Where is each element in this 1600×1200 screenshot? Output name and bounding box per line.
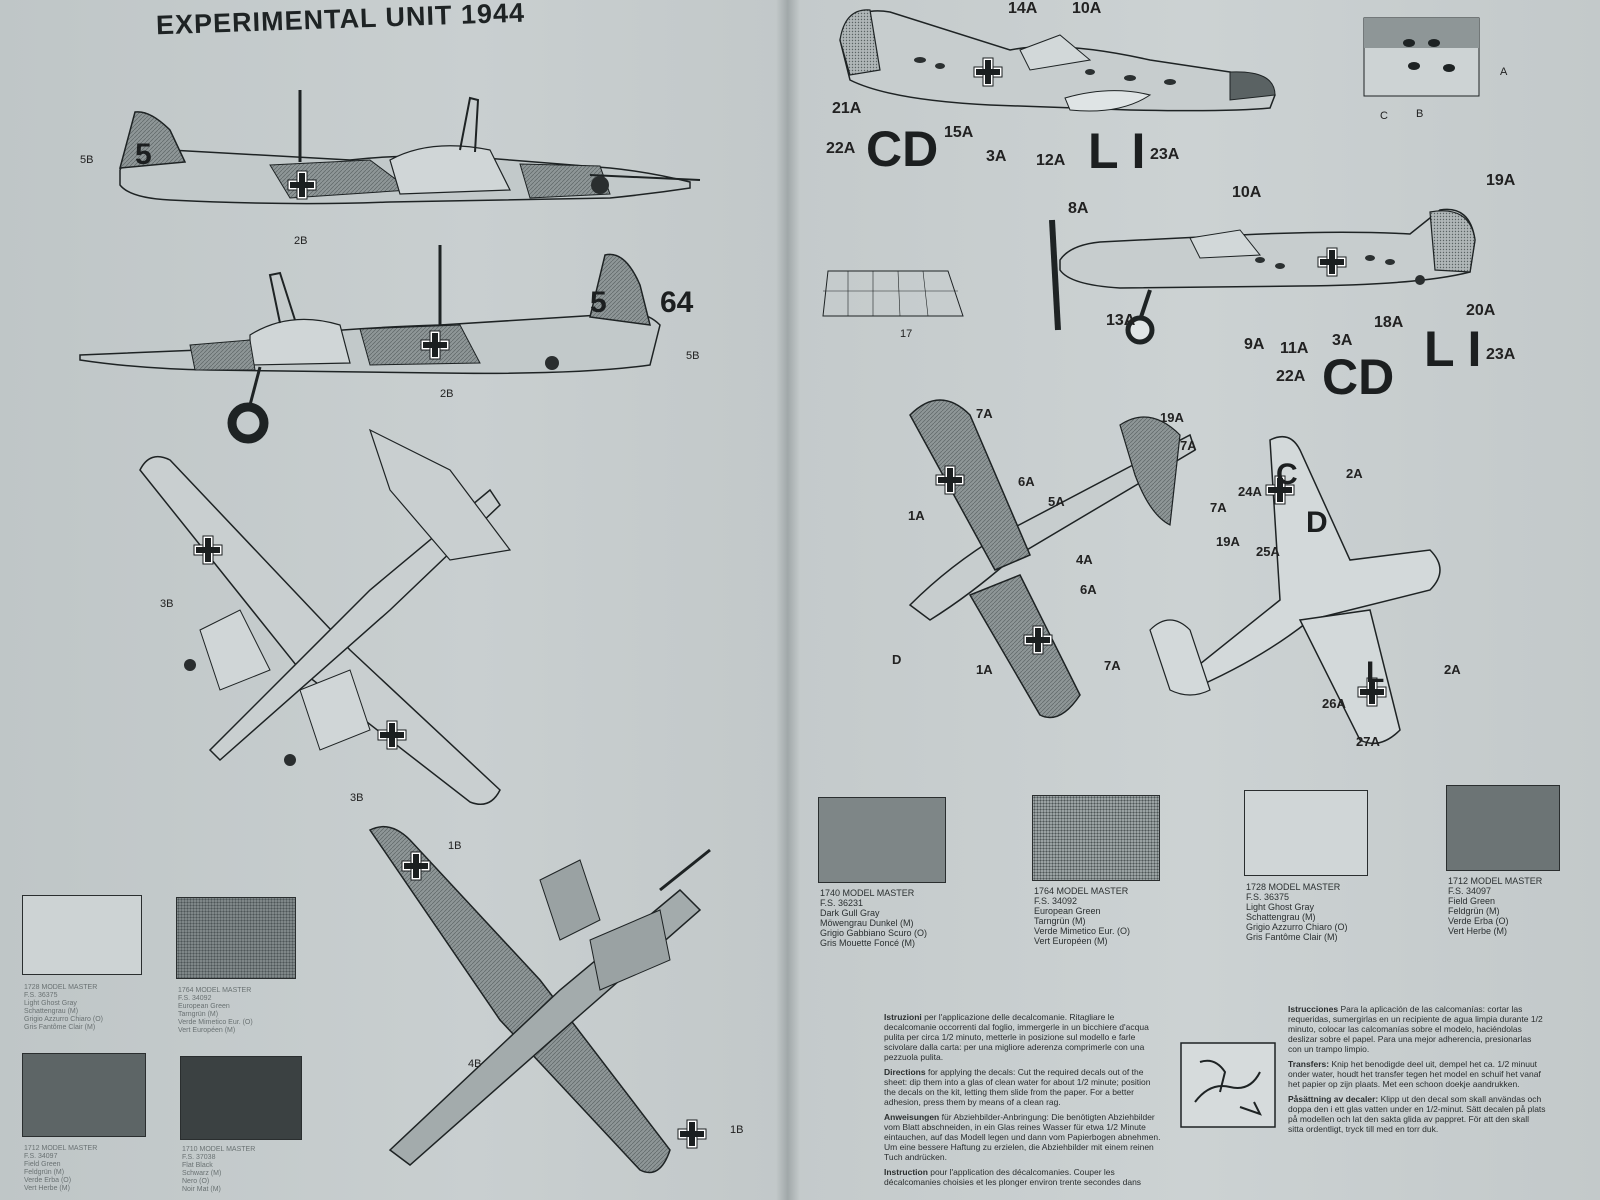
tail-detail-inset	[1363, 17, 1480, 97]
decal-application-illustration	[1180, 1042, 1276, 1128]
callout-20a: 20A	[1466, 302, 1496, 319]
callout-6a-1: 6A	[1018, 474, 1035, 489]
callout-23a-top: 23A	[1150, 146, 1180, 163]
callout-d: D	[892, 652, 902, 667]
callout-2b-top: 2B	[294, 235, 308, 247]
fuselage-code-64: 64	[660, 286, 694, 319]
callout-3a-top: 3A	[986, 148, 1007, 165]
ju88-side-view-bottom	[79, 245, 661, 444]
callout-3a-bottom: 3A	[1332, 332, 1353, 349]
callout-2a-1: 2A	[1346, 466, 1363, 481]
callout-19a: 19A	[1486, 172, 1516, 189]
callout-18a: 18A	[1374, 314, 1404, 331]
swatch-left-1	[22, 895, 142, 975]
inset-label-a: A	[1500, 66, 1508, 78]
callout-4a: 4A	[1076, 552, 1093, 567]
canopy-detail-17	[822, 270, 964, 317]
callout-1b-top: 1B	[448, 840, 462, 852]
callout-19a-tail-1: 19A	[1160, 410, 1184, 425]
callout-8a: 8A	[1068, 200, 1089, 217]
ju88-plan-view-underside	[139, 428, 512, 805]
callout-10a-bottom: 10A	[1232, 184, 1262, 201]
underside-code-d: D	[1306, 506, 1328, 539]
callout-7a-tail-1: 7A	[1180, 438, 1197, 453]
callout-21a: 21A	[832, 100, 862, 117]
callout-22a-bottom: 22A	[1276, 368, 1306, 385]
callout-27a: 27A	[1356, 734, 1380, 749]
callout-6a-2: 6A	[1080, 582, 1097, 597]
callout-22a-top: 22A	[826, 140, 856, 157]
callout-7a-1: 7A	[976, 406, 993, 421]
callout-23a-bottom: 23A	[1486, 346, 1516, 363]
callout-7a-tail-2: 7A	[1210, 500, 1227, 515]
underside-code-c: C	[1276, 458, 1298, 491]
ju88-plan-view-top	[368, 825, 711, 1174]
ju88-side-view-top	[118, 90, 701, 205]
callout-9a: 9A	[1244, 336, 1265, 353]
callout-3b-left: 3B	[160, 598, 174, 610]
callout-1a-2: 1A	[976, 662, 993, 677]
swatch-left-3	[22, 1053, 146, 1137]
callout-24a: 24A	[1238, 484, 1262, 499]
callout-14a-top: 14A	[1008, 0, 1038, 17]
callout-4b: 4B	[468, 1058, 482, 1070]
inset-label-b: B	[1416, 108, 1424, 120]
callout-13a: 13A	[1106, 312, 1136, 329]
decal-instructions-left: Istruzioni per l'applicazione delle deca…	[884, 1012, 1161, 1187]
bf109-plan-view-underside	[1149, 435, 1441, 745]
callout-7a-2: 7A	[1104, 658, 1121, 673]
callout-11a: 11A	[1280, 340, 1309, 357]
callout-15a: 15A	[944, 124, 974, 141]
callout-19a-tail-2: 19A	[1216, 534, 1240, 549]
bf109-plan-view-top	[908, 399, 1196, 719]
code-li-bottom: L I	[1424, 321, 1482, 377]
swatch-right-4	[1446, 785, 1560, 871]
callout-12a: 12A	[1036, 152, 1066, 169]
callout-1a-1: 1A	[908, 508, 925, 523]
page-gutter	[776, 0, 800, 1200]
bf109-side-view-top	[839, 9, 1276, 112]
swatch-left-2	[176, 897, 296, 979]
swatch-left-4	[180, 1056, 302, 1140]
code-li-top: L I	[1088, 123, 1146, 179]
swatch-right-1	[818, 797, 946, 883]
callout-5b-top: 5B	[80, 154, 94, 166]
callout-5a: 5A	[1048, 494, 1065, 509]
callout-25a: 25A	[1256, 544, 1280, 559]
tail-code-5-bottom: 5	[590, 286, 607, 319]
underside-code-l: L	[1366, 656, 1385, 689]
decal-instructions-right: Istrucciones Para la aplicación de las c…	[1288, 1004, 1546, 1134]
callout-1b-bottom: 1B	[730, 1124, 744, 1136]
code-cd-top: CD	[866, 121, 939, 177]
callout-2b-bottom: 2B	[440, 388, 454, 400]
callout-5b-bottom: 5B	[686, 350, 700, 362]
swatch-right-2	[1032, 795, 1160, 881]
code-cd-bottom: CD	[1322, 349, 1395, 405]
callout-17: 17	[900, 328, 913, 340]
tail-code-5-top: 5	[135, 138, 152, 171]
bf109-side-view-bottom	[1049, 208, 1476, 345]
swatch-right-3	[1244, 790, 1368, 876]
inset-label-c: C	[1380, 110, 1388, 122]
callout-2a-2: 2A	[1444, 662, 1461, 677]
callout-26a: 26A	[1322, 696, 1346, 711]
callout-10a-top: 10A	[1072, 0, 1102, 17]
callout-3b-right: 3B	[350, 792, 364, 804]
